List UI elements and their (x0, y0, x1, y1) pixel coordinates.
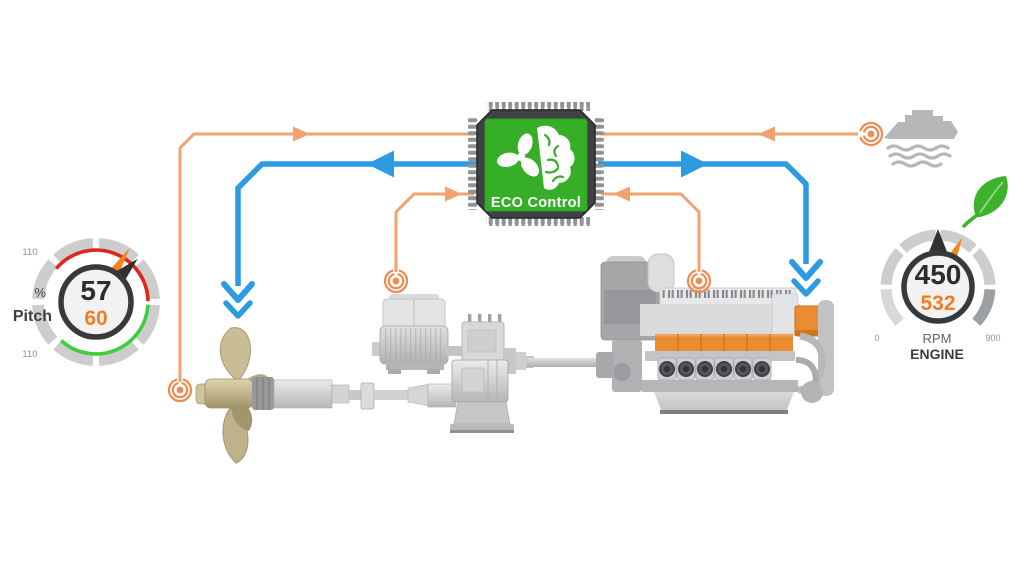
diesel-engine (596, 253, 834, 414)
pitch-scale-bottom: 110 (22, 349, 37, 360)
rpm-label: ENGINE (910, 346, 964, 362)
rpm-setpoint: 532 (920, 292, 955, 315)
sensor-coil-motor (383, 269, 409, 294)
arrowhead-left-icon (758, 126, 775, 142)
feedback-line-ship (601, 126, 858, 142)
command-line-pitch (221, 150, 477, 319)
pitch-scale-top: 110 (22, 247, 37, 258)
arrowhead-right-icon (293, 126, 310, 142)
eco-control-label: ECO Control (491, 195, 581, 211)
leaf-icon (962, 176, 1008, 228)
chip-pins-left (468, 118, 477, 210)
pitch-setpoint: 60 (84, 307, 107, 330)
pitch-unit: % (34, 285, 46, 300)
pitch-label: Pitch (13, 308, 52, 325)
pitch-green-arc (59, 304, 150, 356)
rpm-value-disc (901, 250, 975, 324)
pitch-red-arc (54, 248, 150, 302)
chip-pins-top (486, 102, 590, 111)
arrowhead-down-icon (221, 281, 255, 303)
rpm-scale-max: 900 (985, 333, 1000, 343)
arrowhead-left-icon (613, 186, 630, 202)
rpm-unit-label: RPM (923, 331, 952, 346)
arrowhead-right-icon (445, 186, 462, 202)
pitch-gauge: 57 60 110 110 % Pitch (13, 238, 160, 366)
chip-pins-right (595, 118, 604, 210)
signal-lines (178, 126, 858, 382)
rpm-gauge-ring (880, 229, 996, 326)
sensor-coil-ship (859, 121, 884, 147)
command-line-rpm (598, 150, 823, 297)
propeller-shaft (252, 377, 457, 410)
eco-control-chip: ECO Control (468, 102, 604, 226)
rpm-value: 450 (915, 259, 962, 290)
chip-pins-bottom (486, 217, 590, 226)
electric-motor (372, 294, 464, 374)
pitch-value: 57 (80, 275, 111, 306)
cylinder-ports (657, 357, 772, 381)
feedback-line-engine (601, 186, 701, 272)
arrowhead-left-icon (367, 150, 394, 178)
sensor-coil-propeller (167, 378, 193, 403)
feedback-line-motor (394, 186, 474, 272)
gearbox (450, 314, 617, 433)
arrowhead-right-icon (681, 150, 708, 178)
rpm-scale-min: 0 (874, 333, 879, 343)
arrowhead-down-icon (223, 300, 253, 319)
pitch-gauge-ring (32, 238, 160, 366)
feedback-line-propeller (178, 126, 474, 382)
drivetrain (195, 253, 834, 464)
rpm-gauge: 450 532 0 900 RPM ENGINE (874, 229, 1001, 362)
pitch-value-disc (58, 264, 134, 340)
sensor-coil-engine (686, 269, 712, 294)
ship-icon (884, 110, 958, 168)
arrowhead-down-icon (789, 259, 823, 281)
fan-brain-icon (496, 125, 575, 190)
arrowhead-down-icon (791, 278, 821, 297)
